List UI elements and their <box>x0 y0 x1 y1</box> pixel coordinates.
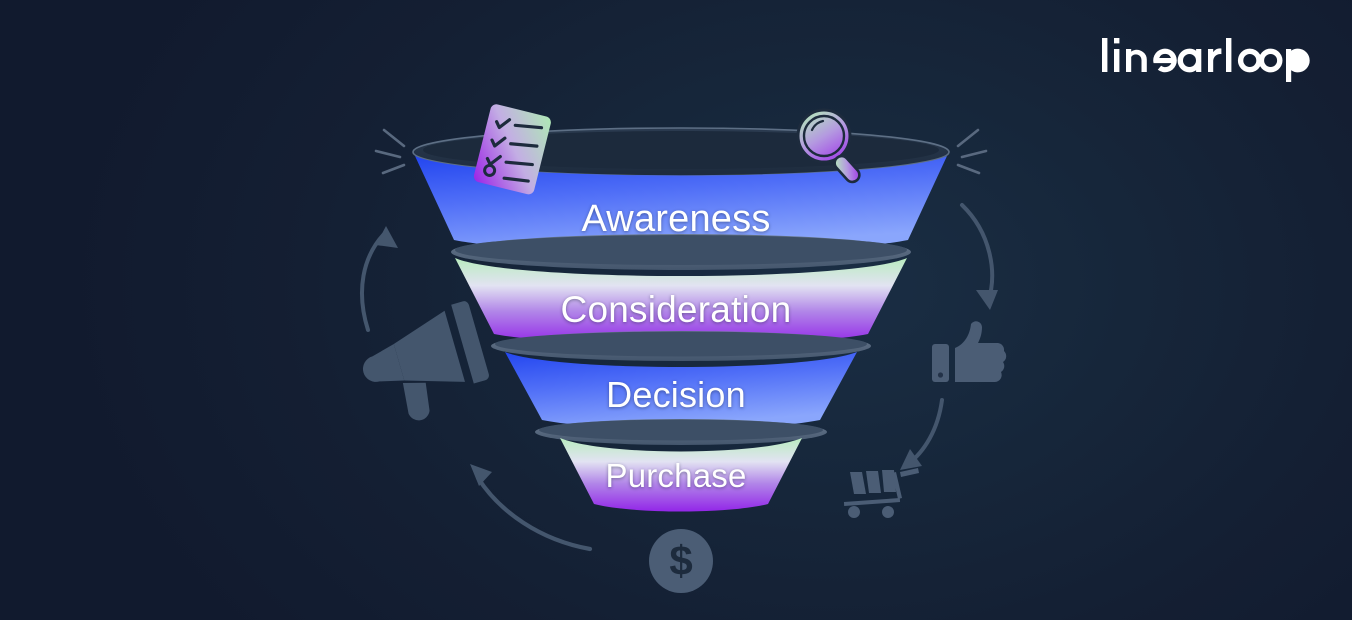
funnel-rim-consideration <box>451 234 911 270</box>
dollar-coin-icon: $ <box>649 529 713 593</box>
linearloop-logo <box>1102 38 1310 82</box>
flow-arrow-bottom-left <box>470 464 593 552</box>
funnel-stage-awareness[interactable] <box>415 156 947 252</box>
thumbs-up-icon <box>932 321 1007 382</box>
sparkle-rays-left <box>374 128 406 175</box>
shopping-cart-icon <box>843 468 919 518</box>
megaphone-icon <box>362 301 489 421</box>
svg-text:$: $ <box>669 537 692 584</box>
funnel-stage-decision[interactable] <box>505 352 857 429</box>
checklist-icon <box>473 104 551 195</box>
magnifier-icon <box>796 108 861 184</box>
flow-arrow-right-lower <box>900 398 944 470</box>
flow-arrow-right-down <box>960 203 998 310</box>
flow-arrow-left-up <box>360 226 398 332</box>
funnel-stage-purchase[interactable] <box>560 438 802 512</box>
funnel-rim-purchase <box>535 419 827 445</box>
sparkle-rays-right <box>956 128 988 175</box>
funnel-stage-consideration[interactable] <box>455 258 907 345</box>
funnel-rim-decision <box>491 331 871 361</box>
